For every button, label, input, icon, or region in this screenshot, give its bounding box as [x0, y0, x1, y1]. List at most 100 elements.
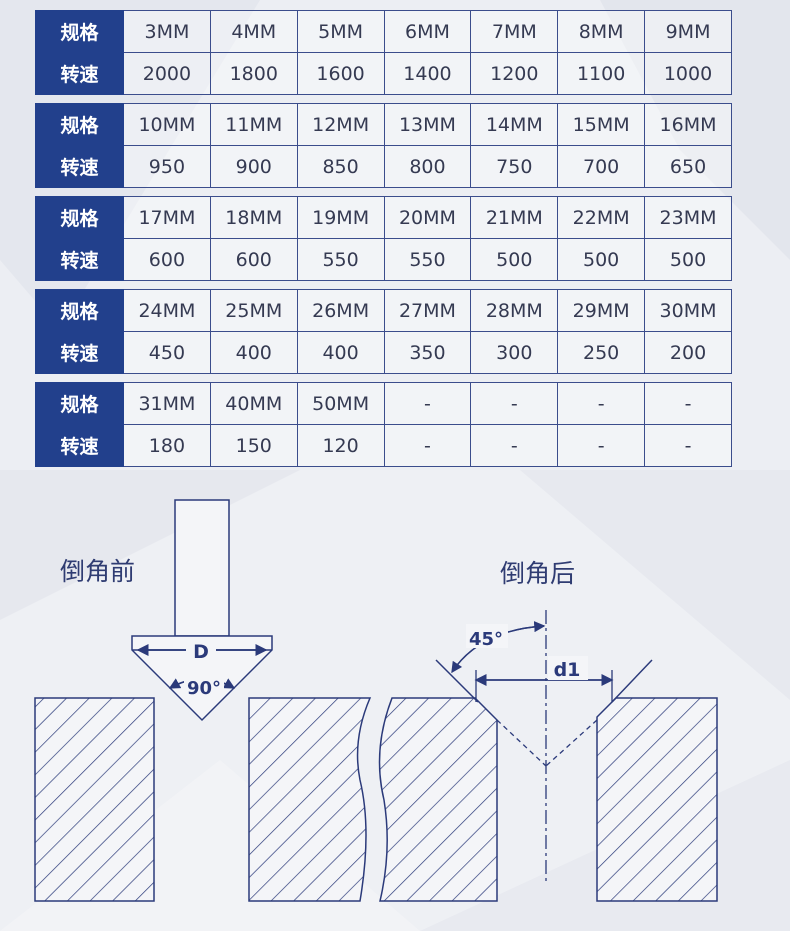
size-cell: 9MM: [644, 10, 732, 53]
before-chamfer-label: 倒角前: [60, 557, 136, 586]
workpiece-left-block: [34, 697, 155, 902]
speed-cell: 800: [383, 145, 472, 188]
size-cell: 12MM: [296, 103, 385, 146]
speed-header: 转速: [35, 238, 124, 281]
speed-cell: 500: [557, 238, 646, 281]
spec-header: 规格: [35, 289, 124, 332]
spec-table-3: 规格 17MM 18MM 19MM 20MM 21MM 22MM 23MM 转速…: [35, 196, 732, 281]
d-label: D: [193, 641, 209, 663]
size-cell: 5MM: [296, 10, 385, 53]
size-cell: 16MM: [644, 103, 732, 146]
speed-cell: 450: [123, 331, 211, 374]
size-cell: 22MM: [557, 196, 646, 239]
speed-cell: 700: [557, 145, 646, 188]
size-row: 规格 24MM 25MM 26MM 27MM 28MM 29MM 30MM: [35, 289, 732, 332]
speed-cell: 850: [296, 145, 385, 188]
size-cell: 30MM: [644, 289, 732, 332]
speed-row: 转速 180 150 120 - - - -: [35, 424, 732, 467]
speed-cell: 400: [209, 331, 298, 374]
speed-cell: 120: [296, 424, 385, 467]
size-cell: 8MM: [557, 10, 646, 53]
speed-cell: 950: [123, 145, 211, 188]
speed-cell: 600: [123, 238, 211, 281]
size-cell: 7MM: [470, 10, 559, 53]
speed-cell: 650: [644, 145, 732, 188]
tool-shank: [174, 499, 230, 637]
speed-cell: -: [644, 424, 732, 467]
speed-cell: 550: [383, 238, 472, 281]
size-cell: 24MM: [123, 289, 211, 332]
speed-row: 转速 600 600 550 550 500 500 500: [35, 238, 732, 281]
size-cell: 21MM: [470, 196, 559, 239]
size-cell: 20MM: [383, 196, 472, 239]
speed-cell: 500: [644, 238, 732, 281]
chamfer-diagram: D 90° d1 45°: [34, 499, 718, 902]
speed-cell: 1600: [296, 52, 385, 95]
after-chamfer-label: 倒角后: [500, 559, 576, 588]
size-cell: -: [557, 382, 646, 425]
size-cell: 31MM: [123, 382, 211, 425]
size-cell: 29MM: [557, 289, 646, 332]
speed-cell: 200: [644, 331, 732, 374]
speed-cell: 550: [296, 238, 385, 281]
size-cell: 23MM: [644, 196, 732, 239]
size-cell: 19MM: [296, 196, 385, 239]
size-row: 规格 17MM 18MM 19MM 20MM 21MM 22MM 23MM: [35, 196, 732, 239]
size-cell: 25MM: [209, 289, 298, 332]
speed-row: 转速 450 400 400 350 300 250 200: [35, 331, 732, 374]
speed-cell: 750: [470, 145, 559, 188]
workpiece-middle-left-block: [248, 697, 372, 902]
speed-cell: 1400: [383, 52, 472, 95]
speed-cell: -: [470, 424, 559, 467]
size-cell: 3MM: [123, 10, 211, 53]
speed-cell: -: [383, 424, 472, 467]
d1-label: d1: [554, 659, 581, 681]
size-cell: 10MM: [123, 103, 211, 146]
size-cell: 15MM: [557, 103, 646, 146]
speed-cell: 900: [209, 145, 298, 188]
speed-row: 转速 2000 1800 1600 1400 1200 1100 1000: [35, 52, 732, 95]
size-cell: 18MM: [209, 196, 298, 239]
size-cell: 14MM: [470, 103, 559, 146]
spec-header: 规格: [35, 196, 124, 239]
speed-cell: 1100: [557, 52, 646, 95]
size-cell: 11MM: [209, 103, 298, 146]
speed-header: 转速: [35, 331, 124, 374]
angle-90-label: 90°: [187, 678, 221, 699]
size-cell: -: [644, 382, 732, 425]
speed-cell: 2000: [123, 52, 211, 95]
speed-header: 转速: [35, 52, 124, 95]
speed-cell: 500: [470, 238, 559, 281]
speed-header: 转速: [35, 145, 124, 188]
speed-row: 转速 950 900 850 800 750 700 650: [35, 145, 732, 188]
size-cell: -: [383, 382, 472, 425]
spec-table-5: 规格 31MM 40MM 50MM - - - - 转速 180 150 120…: [35, 382, 732, 467]
size-cell: 6MM: [383, 10, 472, 53]
speed-cell: 1200: [470, 52, 559, 95]
spec-table-2: 规格 10MM 11MM 12MM 13MM 14MM 15MM 16MM 转速…: [35, 103, 732, 188]
size-row: 规格 10MM 11MM 12MM 13MM 14MM 15MM 16MM: [35, 103, 732, 146]
spec-header: 规格: [35, 103, 124, 146]
speed-cell: 180: [123, 424, 211, 467]
spec-table-1: 规格 3MM 4MM 5MM 6MM 7MM 8MM 9MM 转速 2000 1…: [35, 10, 732, 95]
workpiece-right-block: [596, 697, 718, 902]
spec-header: 规格: [35, 10, 124, 53]
speed-cell: 300: [470, 331, 559, 374]
size-cell: 4MM: [209, 10, 298, 53]
size-cell: 13MM: [383, 103, 472, 146]
size-cell: 26MM: [296, 289, 385, 332]
size-row: 规格 31MM 40MM 50MM - - - -: [35, 382, 732, 425]
size-cell: 17MM: [123, 196, 211, 239]
speed-cell: 1000: [644, 52, 732, 95]
speed-cell: 350: [383, 331, 472, 374]
workpiece-middle-right-block: [378, 697, 498, 902]
speed-cell: 600: [209, 238, 298, 281]
size-cell: 27MM: [383, 289, 472, 332]
speed-cell: 150: [209, 424, 298, 467]
speed-cell: 250: [557, 331, 646, 374]
size-cell: 28MM: [470, 289, 559, 332]
size-cell: -: [470, 382, 559, 425]
speed-cell: 400: [296, 331, 385, 374]
speed-header: 转速: [35, 424, 124, 467]
size-row: 规格 3MM 4MM 5MM 6MM 7MM 8MM 9MM: [35, 10, 732, 53]
